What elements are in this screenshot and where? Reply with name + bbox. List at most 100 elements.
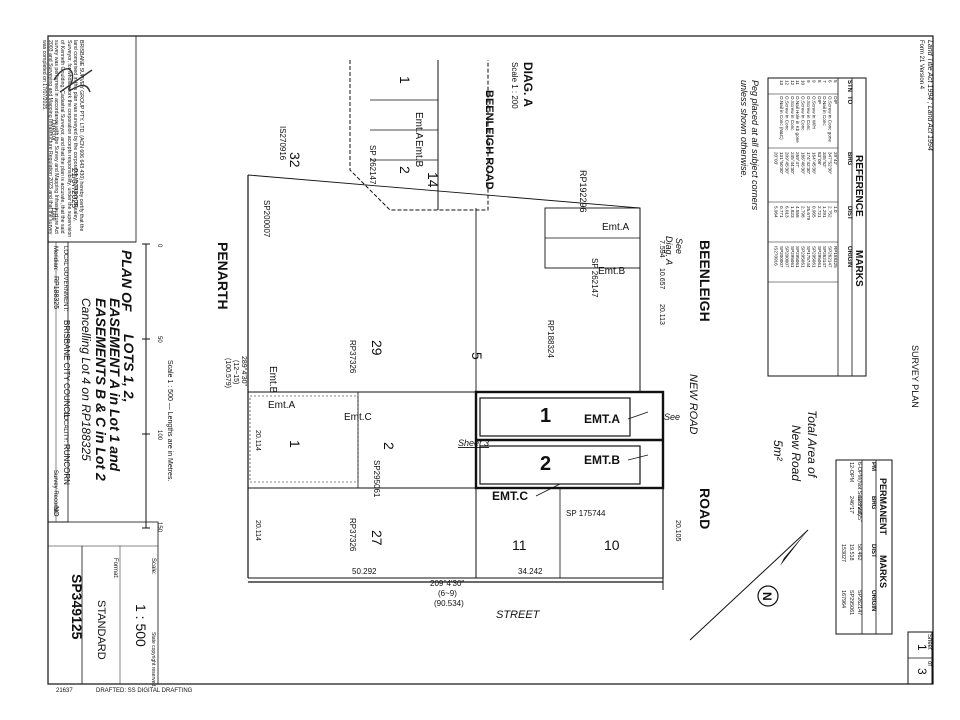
street-label: STREET: [496, 609, 541, 621]
scale-tick-150: 150: [156, 522, 162, 533]
dim-20-114-b: 20.114: [254, 520, 261, 541]
lot-1-label: 1: [540, 405, 551, 427]
header-block: Land Title Act 1994 ; Land Act 1994 Form…: [907, 40, 933, 685]
dim-34-242: 34.242: [518, 567, 543, 576]
scale-tick-0: 0: [156, 244, 162, 248]
total-area-line3: 5m²: [771, 440, 785, 462]
lot-2-label: 2: [540, 453, 551, 475]
peg-note-line2: unless shown otherwise.: [739, 80, 749, 178]
ref-cell-r2-c4: SP262147: [822, 246, 827, 268]
diag-emt-a: Emt.A: [413, 112, 424, 140]
ref-cell-r10-c3: 0.771: [779, 206, 784, 218]
plan-cancelling: Cancelling Lot 4 on RP188325: [79, 298, 93, 461]
ref-cell-r2-c3: 1.291: [822, 206, 827, 218]
ref-cell-r6-c4: SP295061: [801, 246, 806, 268]
meridian-value: RP188325: [52, 276, 59, 309]
dim-bearing-209-stn: (6~9): [438, 589, 457, 598]
ref-cell-r5-c1: O.Screw in Conc: [806, 96, 811, 131]
dim-20-105: 20.105: [674, 520, 681, 542]
ref-cell-r1-c0: 6: [828, 80, 833, 83]
ref-cell-r6-c1: O.Screw in Conc: [801, 96, 806, 131]
perm-cell-r1-c1: 246°17': [848, 496, 854, 514]
diag-emt-b: Emt.B: [413, 140, 424, 168]
ref-cell-r8-c0: 12: [790, 80, 795, 86]
ref-cell-r1-c1: O.Screw in Conc gone: [828, 96, 833, 142]
emt-b-small-left: Emt.B: [267, 366, 278, 394]
scale-label: Scale:: [150, 558, 156, 575]
north-arrow-icon: N: [689, 529, 809, 641]
form-text: Form 21 Version 4: [918, 40, 924, 90]
plan-of-label: PLAN OF: [119, 250, 135, 312]
plan-lots: LOTS 1, 2,: [121, 334, 137, 402]
local-gov-label: LOCAL GOVERNMENT:: [62, 246, 68, 311]
emt-a-small-left: Emt.A: [268, 400, 296, 411]
lot-10-label: 10: [604, 537, 620, 553]
reference-marks-title2: MARKS: [853, 250, 864, 287]
ref-cell-r4-c3: 0.965: [811, 206, 816, 218]
plan-emt-a: EASEMENT A in Lot 1 and: [107, 298, 123, 472]
locality-value: RUNCORN: [62, 444, 71, 485]
beenleigh-road-label: BEENLEIGH: [697, 240, 713, 322]
format-value: STANDARD: [95, 600, 107, 660]
dim-bearing-289-stn: (12~15): [232, 360, 239, 384]
lot-29-label: 29: [369, 340, 385, 356]
dim-bearing-209: 209°4'30": [430, 579, 464, 588]
ref-cell-r3-c4: SP295061: [817, 246, 822, 268]
meridian-label: Meridian:: [52, 246, 58, 271]
ref-cell-r8-c4: SP295061: [790, 246, 795, 268]
perm-cell-r0-c2: 58.462: [856, 544, 862, 561]
ref-cell-r4-c0: 9: [811, 80, 816, 83]
ref-cell-r8-c1: O.Screw in Conc: [790, 96, 795, 131]
ref-cell-r7-c1: O.Nail Hole in Kb gone: [795, 96, 800, 143]
permanent-marks-title2: MARKS: [878, 555, 888, 588]
ref-cell-r8-c3: 1.823: [790, 206, 795, 218]
perm-header-pm: PM: [870, 462, 876, 471]
ref-cell-r9-c4: SP200007: [784, 246, 789, 268]
perm-header-dist: DIST: [870, 544, 876, 558]
sp262147-label: SP 262147: [590, 258, 599, 298]
ref-cell-r7-c4: SP295061: [795, 246, 800, 268]
footer-job-id: 21637: [56, 688, 73, 694]
perm-cell-r0-c3: SP262147: [856, 590, 862, 615]
ref-cell-r11-c2: 20°03': [774, 152, 779, 165]
ref-cell-r1-c4: SP262147: [828, 246, 833, 268]
diag-lot-1: 1: [397, 76, 413, 84]
ref-cell-r7-c2: 269°47': [795, 152, 800, 168]
diag-lot-14: 14: [425, 172, 441, 188]
dim-10-657: 10.657: [658, 268, 665, 290]
ref-cell-r3-c0: 8: [817, 80, 822, 83]
ref-cell-r8-c2: 245°44'30": [790, 152, 795, 175]
peg-note-line1: Peg placed at all subject corners: [750, 80, 760, 211]
sheet-of: of: [926, 661, 932, 666]
ref-cell-r2-c1: O.Nail in Conc: [822, 96, 827, 126]
ref-cell-r11-c3: 5.964: [774, 206, 779, 218]
ref-cell-r1-c3: 2.752: [828, 206, 833, 218]
ref-cell-r4-c1: O.Screw in W/H: [811, 96, 816, 129]
diag-a-title: DIAG. A: [521, 62, 535, 107]
diag-a-scale: Scale 1 : 200: [510, 62, 519, 109]
reference-marks-title: REFERENCE: [853, 155, 864, 217]
perm-cell-r1-c0: 12-OPM: [848, 462, 854, 483]
north-label: N: [760, 592, 774, 601]
ref-cell-r3-c3: 2.721: [817, 206, 822, 218]
diag-sp262147: SP 262147: [368, 145, 377, 185]
total-area-note: Total Area of New Road 5m²: [771, 410, 819, 481]
main-drawing: [247, 174, 665, 590]
ref-cell-r0-c0: 5: [833, 80, 838, 83]
ref-cell-r2-c2: 345°52': [822, 152, 827, 168]
ref-cell-r6-c0: 10: [801, 80, 806, 86]
title-block: BRISBANE SURVEY GROUP PTY. LTD. (ACN 606…: [41, 35, 173, 688]
ref-header-origin: ORIGIN: [846, 246, 852, 267]
emt-c-label: EMT.C: [492, 489, 528, 503]
ref-cell-r9-c3: 6.013: [784, 206, 789, 218]
ref-cell-r10-c4: SP200007: [779, 246, 784, 268]
ref-cell-r10-c2: 131°50'30": [779, 152, 784, 175]
penarth-label: PENARTH: [215, 242, 231, 310]
sheet-total: 3: [915, 668, 929, 675]
lot-27-label: 27: [369, 530, 385, 546]
ref-cell-r9-c0: 12: [784, 80, 789, 86]
diag-a-road: BEENLEIGH ROAD: [483, 90, 495, 190]
director-label: Director: [50, 120, 56, 141]
dim-7-594: 7.594: [658, 240, 665, 258]
